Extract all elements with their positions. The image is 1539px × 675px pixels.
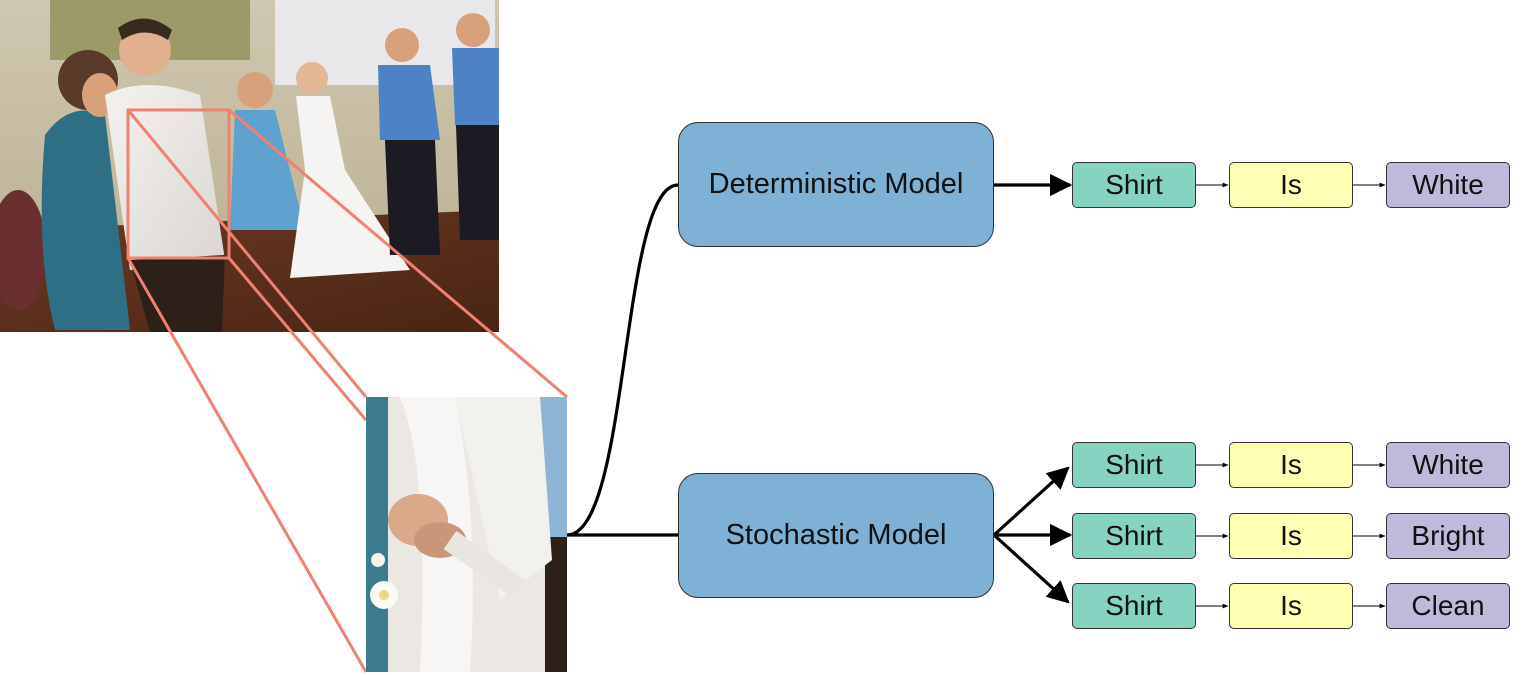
deterministic-model-label: Deterministic Model [708, 168, 964, 200]
word-arrows [1196, 182, 1386, 609]
stochastic-caption-1-adjective-token: White [1386, 442, 1510, 488]
stochastic-caption-2-noun-token: Shirt [1072, 513, 1196, 559]
deterministic-caption-1-adjective-token: White [1386, 162, 1510, 208]
wedding-dance-photo-icon [0, 0, 499, 332]
arrow-stochastic-caption-1 [992, 466, 1070, 537]
connector-to-deterministic [566, 183, 679, 537]
stochastic-caption-1-noun-token: Shirt [1072, 442, 1196, 488]
stochastic-caption-1-verb-token: Is [1229, 442, 1353, 488]
stochastic-caption-3-adjective-token: Clean [1386, 583, 1510, 629]
arrow-stochastic-caption-3 [992, 533, 1070, 604]
deterministic-caption-1-verb-token: Is [1229, 162, 1353, 208]
zoom-line-1 [126, 109, 368, 398]
stochastic-model-box: Stochastic Model [678, 473, 994, 598]
zoom-line-2 [228, 108, 568, 399]
stochastic-model-label: Stochastic Model [725, 519, 947, 551]
deterministic-caption-1-noun-token: Shirt [1072, 162, 1196, 208]
stochastic-caption-3-verb-token: Is [1229, 583, 1353, 629]
shirt-closeup-photo-icon [366, 397, 567, 672]
stochastic-caption-2-verb-token: Is [1229, 513, 1353, 559]
stochastic-caption-2-adjective-token: Bright [1386, 513, 1510, 559]
deterministic-model-box: Deterministic Model [678, 122, 994, 247]
zoom-highlight [126, 108, 568, 673]
zoom-line-3 [126, 257, 368, 673]
connectors [566, 173, 1073, 604]
stochastic-caption-3-noun-token: Shirt [1072, 583, 1196, 629]
zoom-line-4 [227, 257, 368, 421]
highlight-box [126, 108, 231, 260]
